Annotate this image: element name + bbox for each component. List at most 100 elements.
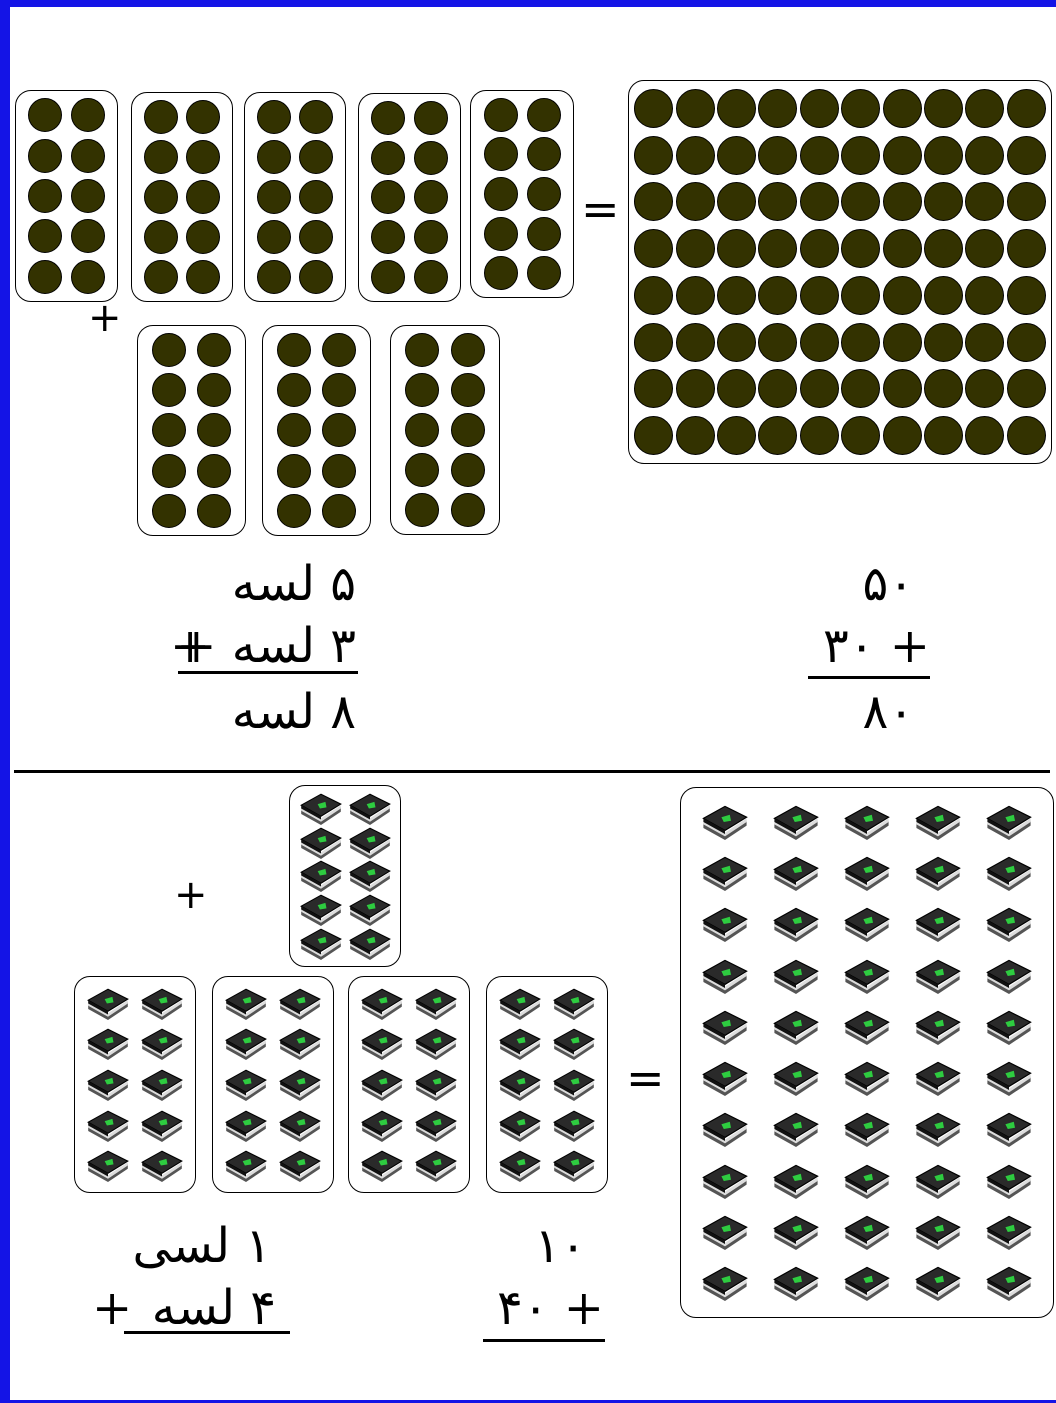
counter-dot <box>1007 276 1046 315</box>
book-icon <box>140 1068 184 1101</box>
ten-dot-card <box>470 90 574 298</box>
book-icon <box>985 804 1033 840</box>
counter-grid <box>245 93 345 301</box>
counter-dot <box>758 89 797 128</box>
book-icon <box>843 855 891 891</box>
counter-dot <box>322 494 356 528</box>
ten-dot-card <box>244 92 346 302</box>
counter-dot <box>800 182 839 221</box>
counter-dot <box>371 220 405 254</box>
counter-dot <box>676 323 715 362</box>
book-icon <box>914 958 962 994</box>
counter-dot <box>676 276 715 315</box>
book-icon <box>843 906 891 942</box>
counter-dot <box>924 276 963 315</box>
counter-dot <box>144 140 178 174</box>
counter-dot <box>299 180 333 214</box>
counter-dot <box>758 229 797 268</box>
counter-grid <box>629 81 1051 463</box>
section-divider <box>14 770 1050 773</box>
counter-grid <box>391 326 499 534</box>
sum-words-rule <box>178 671 358 674</box>
counter-grid <box>16 91 117 301</box>
sum-words-line1: ۵ لسه <box>232 560 356 608</box>
counter-dot <box>484 177 518 211</box>
book-icon <box>772 1111 820 1147</box>
book-icon <box>701 906 749 942</box>
bottom-number-rule <box>483 1339 605 1342</box>
counter-dot <box>527 256 561 290</box>
counter-dot <box>924 323 963 362</box>
book-icon <box>985 958 1033 994</box>
counter-dot <box>197 494 231 528</box>
book-icon <box>278 1027 322 1060</box>
counter-grid <box>471 91 573 297</box>
counter-dot <box>451 373 485 407</box>
ten-book-card <box>212 976 334 1193</box>
counter-dot <box>1007 369 1046 408</box>
counter-dot <box>924 89 963 128</box>
counter-grid <box>290 786 400 966</box>
book-icon <box>843 958 891 994</box>
book-icon <box>843 804 891 840</box>
sum-words-line2: ۳ لسه + <box>176 622 356 670</box>
counter-dot <box>405 453 439 487</box>
book-icon <box>224 1149 268 1182</box>
plus-sign: + <box>174 875 208 915</box>
counter-dot <box>1007 182 1046 221</box>
book-icon <box>914 1214 962 1250</box>
counter-dot <box>634 323 673 362</box>
counter-dot <box>676 369 715 408</box>
book-icon <box>414 1027 458 1060</box>
ten-book-card <box>74 976 196 1193</box>
book-icon <box>299 893 343 926</box>
counter-dot <box>634 182 673 221</box>
counter-dot <box>841 182 880 221</box>
counter-dot <box>28 219 62 253</box>
counter-dot <box>965 369 1004 408</box>
counter-dot <box>71 139 105 173</box>
counter-dot <box>28 139 62 173</box>
book-icon <box>348 927 392 960</box>
counter-dot <box>144 260 178 294</box>
counter-dot <box>299 100 333 134</box>
counter-dot <box>186 260 220 294</box>
counter-dot <box>758 416 797 455</box>
counter-dot <box>186 220 220 254</box>
book-icon <box>985 855 1033 891</box>
book-icon <box>701 1060 749 1096</box>
book-icon <box>843 1060 891 1096</box>
counter-grid <box>359 94 460 301</box>
counter-grid <box>138 326 245 535</box>
counter-dot <box>924 136 963 175</box>
counter-dot <box>322 413 356 447</box>
counter-dot <box>883 369 922 408</box>
book-icon <box>498 1149 542 1182</box>
counter-dot <box>924 182 963 221</box>
counter-dot <box>758 276 797 315</box>
counter-dot <box>965 89 1004 128</box>
ten-dot-card <box>358 93 461 302</box>
counter-dot <box>717 276 756 315</box>
counter-dot <box>883 136 922 175</box>
book-icon <box>360 1068 404 1101</box>
counter-grid <box>263 326 370 535</box>
book-icon <box>772 1163 820 1199</box>
ten-dot-card <box>390 325 500 535</box>
book-icon <box>552 1068 596 1101</box>
counter-dot <box>717 89 756 128</box>
book-icon <box>914 1163 962 1199</box>
counter-dot <box>257 140 291 174</box>
counter-dot <box>758 182 797 221</box>
book-icon <box>278 1109 322 1142</box>
counter-dot <box>277 373 311 407</box>
counter-dot <box>841 323 880 362</box>
counter-dot <box>800 89 839 128</box>
counter-dot <box>965 229 1004 268</box>
book-icon <box>414 987 458 1020</box>
counter-dot <box>152 413 186 447</box>
counter-dot <box>414 260 448 294</box>
counter-dot <box>71 260 105 294</box>
counter-dot <box>484 98 518 132</box>
book-icon <box>224 1027 268 1060</box>
